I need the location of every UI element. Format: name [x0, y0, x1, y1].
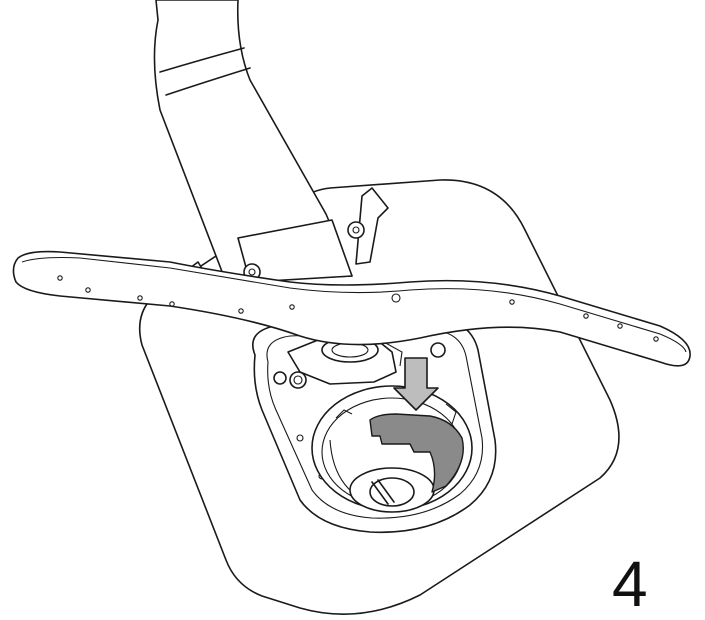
filter-knob-grip-2 — [377, 479, 395, 503]
lower-spray-arm-edge — [21, 256, 687, 353]
filter-knob — [369, 477, 415, 507]
supply-tube-band-2 — [165, 67, 251, 96]
spray-nozzle — [85, 287, 91, 293]
filter-clip-right — [445, 403, 457, 425]
spray-nozzle — [137, 295, 143, 301]
spray-nozzle — [509, 299, 515, 305]
spray-nozzle — [238, 308, 244, 314]
spray-nozzle — [653, 336, 659, 342]
screw-boss-left — [289, 371, 307, 389]
thumbscrew-right-center — [352, 226, 360, 234]
lower-spray-arm — [12, 250, 691, 367]
spray-nozzle — [391, 293, 401, 303]
arrow-down-icon — [393, 357, 439, 411]
spray-nozzle — [289, 304, 295, 310]
spray-nozzle — [57, 275, 63, 281]
filter-knob-grip — [371, 481, 389, 505]
hub-detail — [379, 339, 403, 367]
filter-clip-left — [335, 409, 353, 419]
thumbscrew-right — [347, 221, 365, 239]
spray-nozzles — [57, 275, 659, 342]
step-number: 4 — [612, 548, 648, 620]
screw-boss-left-2 — [273, 371, 287, 385]
spray-nozzle — [617, 323, 623, 329]
spray-nozzle — [583, 313, 589, 319]
thumbscrew-left-center — [248, 268, 256, 276]
spray-nozzle — [169, 301, 175, 307]
supply-tube-outer — [153, 0, 353, 283]
screw-boss-left-inner — [293, 375, 303, 385]
screw-boss-right — [430, 342, 446, 358]
clip-hole-1 — [296, 434, 304, 442]
filter-lock-highlight — [369, 413, 464, 493]
supply-tube-band — [159, 47, 245, 73]
bracket-right — [355, 187, 389, 265]
